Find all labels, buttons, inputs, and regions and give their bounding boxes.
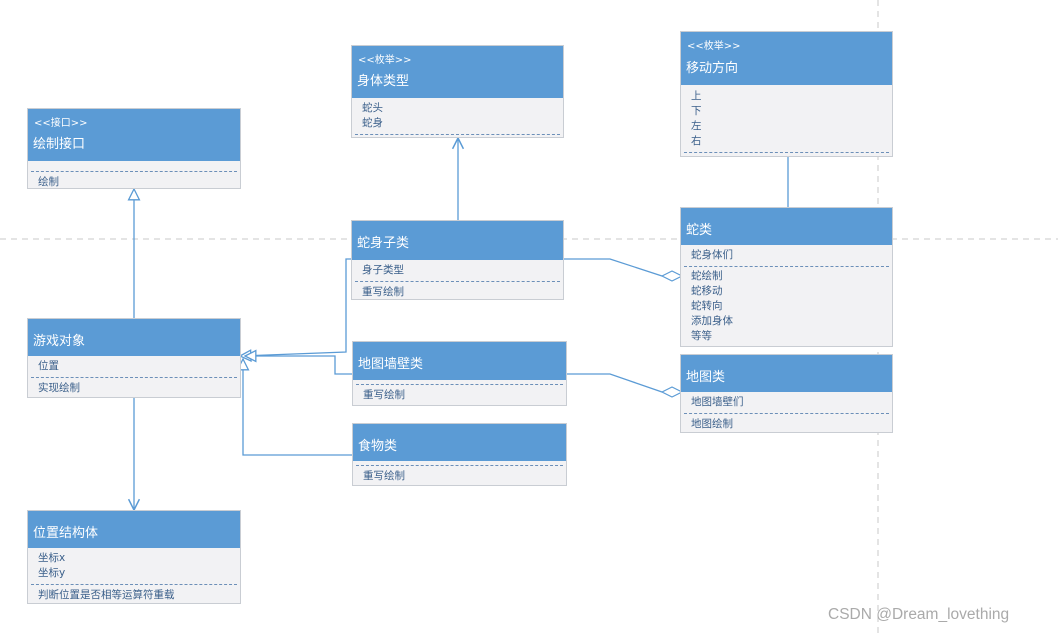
- aggregation-diamond-snake: [660, 270, 684, 282]
- method-item: 绘制: [38, 176, 59, 188]
- method-item: 蛇移动: [691, 285, 723, 297]
- attribute-section: [353, 380, 566, 384]
- attribute-section: 地图墙壁们: [681, 392, 892, 413]
- enum-value: 下: [691, 105, 702, 117]
- method-item: 等等: [691, 330, 712, 342]
- class-title: 游戏对象: [33, 334, 86, 349]
- class-title: 地图墙壁类: [358, 357, 424, 372]
- class-title: 移动方向: [686, 61, 739, 76]
- class-header: 位置结构体: [28, 511, 240, 548]
- separator: [684, 413, 889, 414]
- aggregation-edge-snake: [564, 258, 663, 277]
- method-section: 实现绘制: [28, 378, 240, 399]
- enum-value: 蛇头: [362, 102, 383, 114]
- draw-interface-class[interactable]: <<接口>> 绘制接口 绘制: [27, 108, 241, 189]
- map-wall-class[interactable]: 地图墙壁类 重写绘制: [352, 341, 567, 406]
- attribute-item: 坐标x: [38, 552, 66, 564]
- attribute-section: 身子类型: [352, 260, 563, 281]
- separator: [31, 584, 237, 585]
- class-header: 蛇类: [681, 208, 892, 245]
- stereotype-label: <<接口>>: [34, 118, 88, 129]
- game-object-class[interactable]: 游戏对象 位置 实现绘制: [27, 318, 241, 398]
- position-struct[interactable]: 位置结构体 坐标x 坐标y 判断位置是否相等运算符重载: [27, 510, 241, 604]
- method-item: 判断位置是否相等运算符重载: [38, 589, 175, 601]
- class-title: 蛇身子类: [357, 236, 410, 251]
- method-section: 重写绘制: [353, 385, 566, 406]
- method-item: 重写绘制: [363, 389, 405, 401]
- class-title: 绘制接口: [33, 137, 86, 152]
- method-item: 蛇绘制: [691, 270, 723, 282]
- separator: [684, 266, 889, 267]
- class-header: <<枚举>> 身体类型: [352, 46, 563, 98]
- inheritance-edge-wall: [245, 356, 352, 375]
- enum-value: 上: [691, 90, 702, 102]
- attribute-item: 蛇身体们: [691, 249, 733, 261]
- method-section: 绘制: [28, 172, 240, 193]
- inheritance-edge-snake-body: [240, 258, 351, 356]
- stereotype-label: <<枚举>>: [358, 55, 412, 66]
- snake-body-class[interactable]: 蛇身子类 身子类型 重写绘制: [351, 220, 564, 300]
- class-title: 地图类: [686, 370, 726, 385]
- method-item: 实现绘制: [38, 382, 80, 394]
- class-title: 蛇类: [686, 223, 713, 238]
- enum-value: 蛇身: [362, 117, 383, 129]
- separator: [31, 171, 237, 172]
- attribute-section: 上 下 左 右: [681, 85, 892, 152]
- method-section: 判断位置是否相等运算符重载: [28, 585, 240, 606]
- snake-class[interactable]: 蛇类 蛇身体们 蛇绘制 蛇移动 蛇转向 添加身体 等等: [680, 207, 893, 347]
- attribute-section: 蛇身体们: [681, 245, 892, 266]
- method-section: 重写绘制: [353, 466, 566, 487]
- class-title: 位置结构体: [33, 526, 99, 541]
- aggregation-edge-map: [567, 373, 663, 393]
- method-section: 地图绘制: [681, 414, 892, 435]
- attribute-item: 身子类型: [362, 264, 404, 276]
- class-header: 蛇身子类: [352, 221, 563, 260]
- separator: [355, 134, 560, 135]
- aggregation-diamond-map: [660, 386, 684, 398]
- method-item: 重写绘制: [362, 286, 404, 298]
- class-header: <<枚举>> 移动方向: [681, 32, 892, 85]
- separator: [356, 465, 563, 466]
- method-section: 重写绘制: [352, 282, 563, 303]
- method-item: 重写绘制: [363, 470, 405, 482]
- map-class[interactable]: 地图类 地图墙壁们 地图绘制: [680, 354, 893, 433]
- class-header: 地图墙壁类: [353, 342, 566, 380]
- stereotype-label: <<枚举>>: [687, 41, 741, 52]
- separator: [31, 377, 237, 378]
- attribute-item: 坐标y: [38, 567, 66, 579]
- direction-enum[interactable]: <<枚举>> 移动方向 上 下 左 右: [680, 31, 893, 157]
- food-class[interactable]: 食物类 重写绘制: [352, 423, 567, 486]
- method-item: 添加身体: [691, 315, 733, 327]
- method-item: 地图绘制: [691, 418, 733, 430]
- body-type-enum[interactable]: <<枚举>> 身体类型 蛇头 蛇身: [351, 45, 564, 138]
- attribute-section: [353, 461, 566, 465]
- watermark: CSDN @Dream_lovething: [828, 606, 1010, 623]
- inheritance-edge-food: [243, 359, 352, 456]
- method-item: 蛇转向: [691, 300, 723, 312]
- attribute-item: 地图墙壁们: [691, 396, 744, 408]
- method-section: 蛇绘制 蛇移动 蛇转向 添加身体 等等: [681, 267, 892, 347]
- attribute-section: [28, 161, 240, 171]
- separator: [355, 281, 560, 282]
- class-header: <<接口>> 绘制接口: [28, 109, 240, 161]
- enum-value: 右: [691, 135, 702, 147]
- class-title: 身体类型: [357, 74, 410, 89]
- class-header: 食物类: [353, 424, 566, 461]
- enum-value: 左: [691, 120, 702, 132]
- class-title: 食物类: [358, 439, 398, 454]
- attribute-section: 蛇头 蛇身: [352, 98, 563, 134]
- attribute-section: 坐标x 坐标y: [28, 548, 240, 584]
- class-header: 地图类: [681, 355, 892, 392]
- attribute-item: 位置: [38, 360, 59, 372]
- attribute-section: 位置: [28, 356, 240, 377]
- separator: [356, 384, 563, 385]
- separator: [684, 152, 889, 153]
- class-header: 游戏对象: [28, 319, 240, 356]
